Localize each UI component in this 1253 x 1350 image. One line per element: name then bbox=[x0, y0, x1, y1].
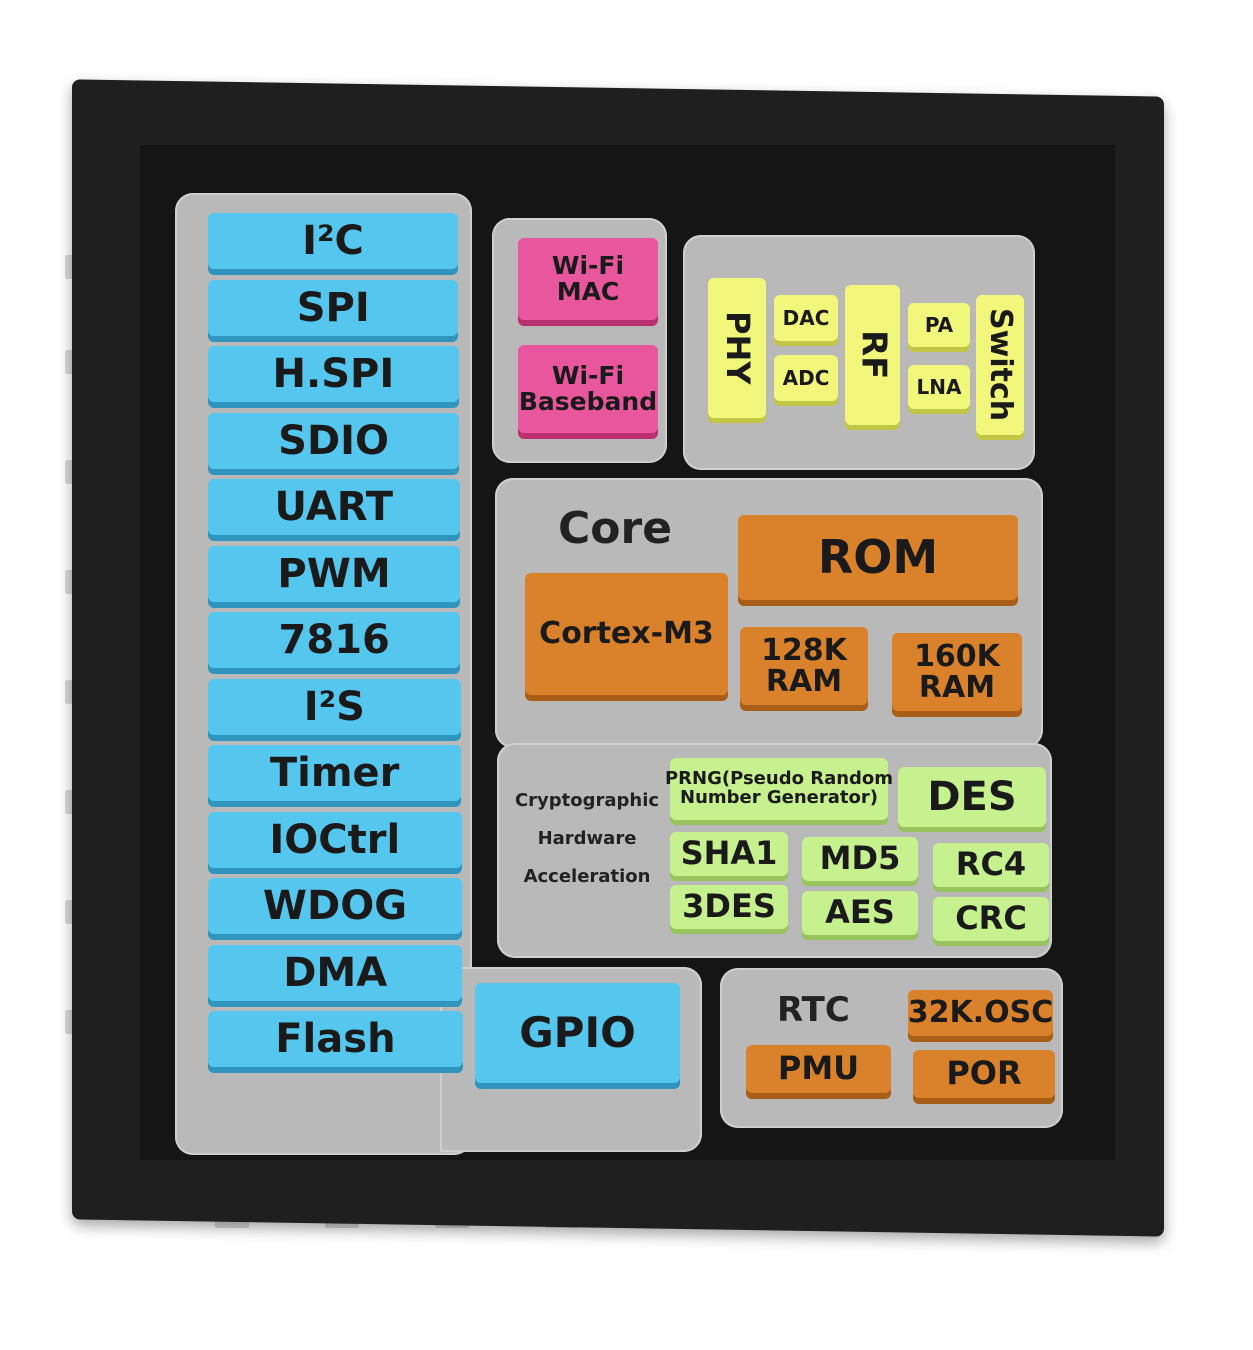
crc-block: CRC bbox=[933, 897, 1049, 941]
prng-block: PRNG(Pseudo Random Number Generator) bbox=[665, 758, 893, 820]
adc-block: ADC bbox=[774, 355, 838, 401]
pin bbox=[65, 790, 75, 814]
core-title: Core bbox=[558, 503, 673, 554]
pin bbox=[65, 460, 75, 484]
cortex-m3-block: Cortex-M3 bbox=[525, 573, 728, 695]
3des-block: 3DES bbox=[670, 885, 788, 929]
peripheral-block: SDIO bbox=[208, 412, 460, 469]
rc4-block: RC4 bbox=[933, 843, 1049, 887]
peripheral-block: Timer bbox=[208, 745, 462, 801]
ram-160k-block: 160K RAM bbox=[892, 633, 1022, 711]
pin bbox=[65, 1010, 75, 1034]
peripheral-block: Flash bbox=[208, 1011, 463, 1067]
rf-block: RF bbox=[845, 285, 900, 425]
pa-block: PA bbox=[908, 303, 970, 347]
phy-block: PHY bbox=[708, 278, 766, 418]
gpio-block: GPIO bbox=[475, 983, 680, 1083]
peripheral-block: 7816 bbox=[208, 612, 461, 668]
peripheral-block: IOCtrl bbox=[208, 811, 462, 868]
pmu-block: PMU bbox=[746, 1045, 891, 1093]
peripheral-block: PWM bbox=[208, 545, 460, 602]
pin bbox=[65, 350, 75, 374]
32k-osc-block: 32K.OSC bbox=[908, 990, 1053, 1036]
peripheral-block: I²C bbox=[208, 213, 458, 269]
dac-block: DAC bbox=[774, 295, 838, 341]
aes-block: AES bbox=[802, 891, 918, 935]
pin bbox=[215, 1218, 249, 1228]
switch-block: Switch bbox=[976, 295, 1024, 435]
peripheral-block: SPI bbox=[208, 279, 459, 336]
por-block: POR bbox=[913, 1050, 1055, 1098]
peripheral-block: I²S bbox=[208, 678, 461, 735]
pin bbox=[65, 570, 75, 594]
rom-block: ROM bbox=[738, 515, 1018, 600]
sha1-block: SHA1 bbox=[670, 832, 788, 876]
crypto-label: Cryptographic Hardware Acceleration bbox=[514, 790, 660, 887]
peripheral-block: WDOG bbox=[208, 878, 462, 934]
peripheral-block: H.SPI bbox=[208, 346, 459, 402]
md5-block: MD5 bbox=[802, 837, 918, 881]
wifi-mac-block: Wi-Fi MAC bbox=[518, 238, 658, 320]
peripheral-block: UART bbox=[208, 479, 460, 535]
des-block: DES bbox=[898, 767, 1046, 827]
pin bbox=[65, 900, 75, 924]
pin bbox=[65, 680, 75, 704]
rtc-label: RTC bbox=[777, 990, 850, 1030]
pin bbox=[65, 255, 75, 279]
ram-128k-block: 128K RAM bbox=[740, 627, 868, 705]
lna-block: LNA bbox=[908, 365, 970, 409]
peripheral-block: DMA bbox=[208, 944, 463, 1001]
wifi-baseband-block: Wi-Fi Baseband bbox=[518, 345, 658, 433]
